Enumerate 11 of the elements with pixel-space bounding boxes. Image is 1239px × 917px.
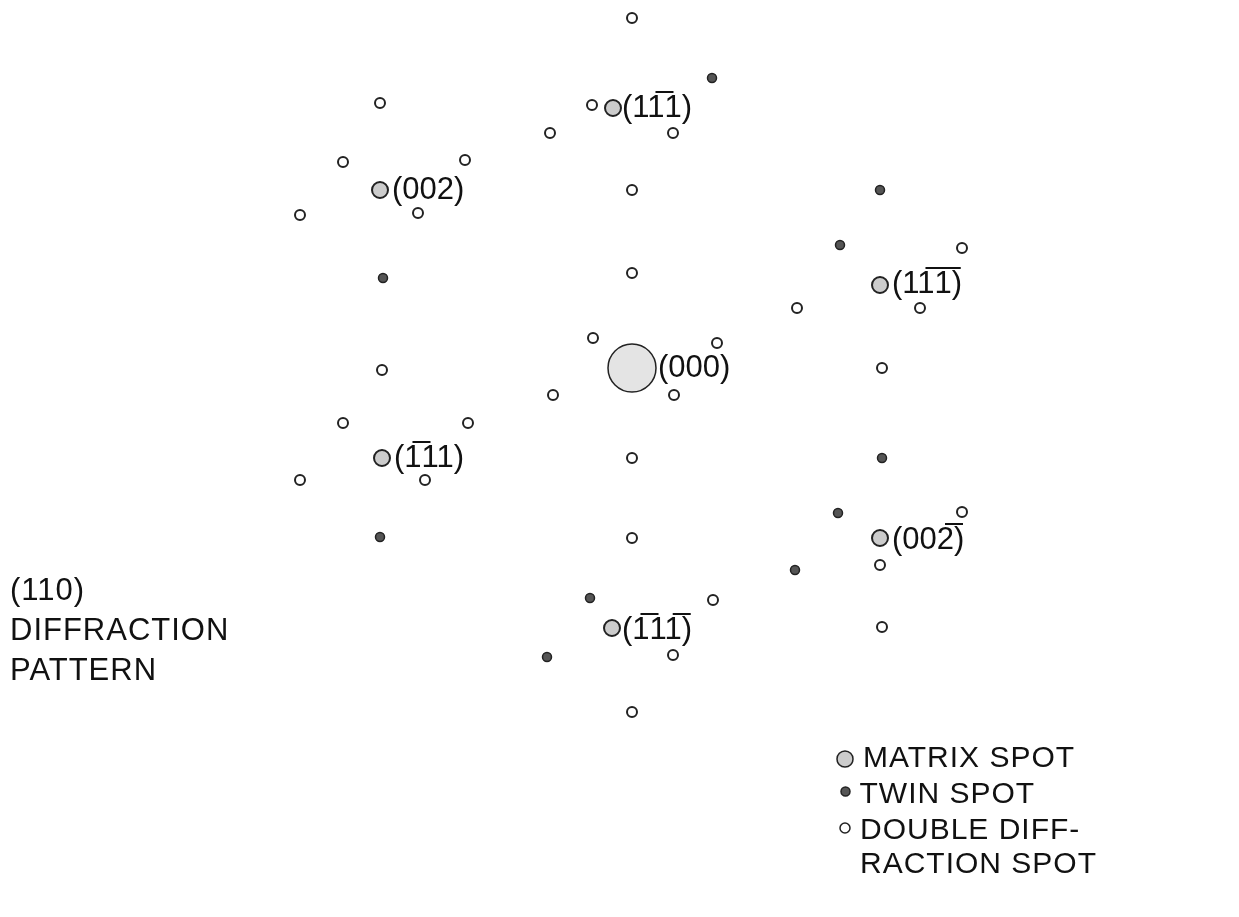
miller-index-label: (002) <box>392 172 465 206</box>
miller-index-label: (11̅1̅) <box>892 266 963 300</box>
miller-index-label: (11̅1) <box>622 90 693 124</box>
legend-label: TWIN SPOT <box>859 776 1037 810</box>
legend-label: DOUBLE DIFF- RACTION SPOT <box>860 812 1098 880</box>
miller-index-label: (1̅11) <box>394 440 465 474</box>
miller-index-label: (1̅11̅) <box>622 612 693 646</box>
miller-index-label: (000) <box>658 350 731 384</box>
miller-index-label: (002̅) <box>892 522 965 556</box>
legend-label: MATRIX SPOT <box>863 740 1077 774</box>
diagram-title: (110) DIFFRACTION PATTERN <box>10 571 231 689</box>
